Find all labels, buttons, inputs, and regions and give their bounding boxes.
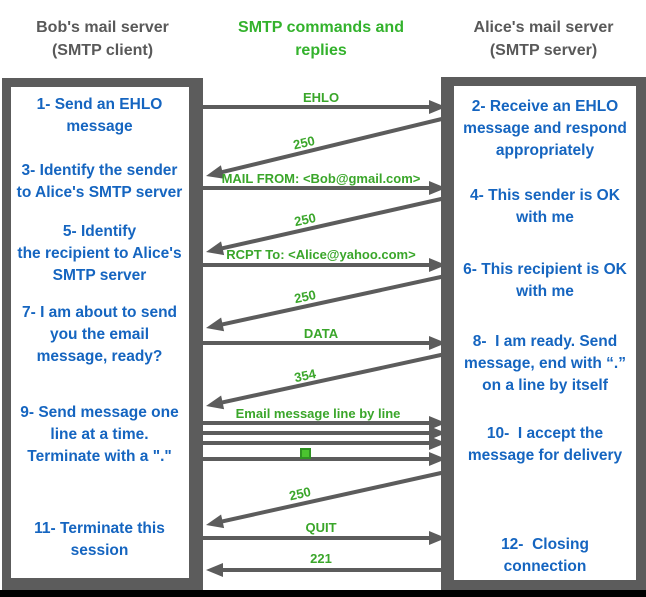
client-step-9: 9- Send message one line at a time. Term… <box>20 404 179 465</box>
client-header-line1: Bob's mail server <box>36 19 169 36</box>
server-header-line2: (SMTP server) <box>489 42 598 59</box>
client-step-7: 7- I am about to send you the email mess… <box>21 304 177 365</box>
arrowhead-icon <box>206 514 225 529</box>
server-step-8: 8- I am ready. Send message, end with “.… <box>464 333 626 394</box>
client-step-5: 5- Identify the recipient to Alice's SMT… <box>17 223 182 284</box>
client-step-11: 11- Terminate this session <box>34 520 165 559</box>
commands-header: SMTP commands and replies <box>200 16 442 62</box>
arrowhead-icon <box>206 241 225 256</box>
message-label: QUIT <box>305 520 336 535</box>
message-label: 250 <box>293 210 317 229</box>
server-step-4: 4- This sender is OK with me <box>470 187 620 226</box>
server-lifeline-box <box>441 77 646 590</box>
message-label: MAIL FROM: <Bob@gmail.com> <box>222 171 421 186</box>
message-label: 354 <box>293 366 318 385</box>
server-header: Alice's mail server (SMTP server) <box>441 16 646 62</box>
message-arrow-line <box>217 351 451 406</box>
message-label: 221 <box>310 551 332 566</box>
server-step-2: 2- Receive an EHLO message and respond a… <box>463 98 627 159</box>
message-arrow-line <box>217 195 451 252</box>
client-lifeline-box <box>2 78 203 590</box>
message-arrow-line <box>217 273 451 328</box>
message-arrow-line <box>217 469 451 525</box>
server-step-12: 12- Closing connection <box>501 536 589 575</box>
arrowhead-icon <box>206 563 223 577</box>
terminating-dot-icon <box>300 448 311 459</box>
message-arrow-line <box>217 115 451 176</box>
client-header: Bob's mail server (SMTP client) <box>2 16 203 62</box>
commands-header-line2: replies <box>295 42 347 59</box>
client-step-3: 3- Identify the sender to Alice's SMTP s… <box>16 162 183 201</box>
message-label: 250 <box>293 287 317 306</box>
server-step-10: 10- I accept the message for delivery <box>467 425 623 464</box>
commands-header-line1: SMTP commands and <box>238 19 404 36</box>
client-step-1: 1- Send an EHLO message <box>36 96 163 135</box>
server-header-line1: Alice's mail server <box>473 19 614 36</box>
message-label: 250 <box>288 484 313 503</box>
message-label: Email message line by line <box>236 406 401 421</box>
server-step-6: 6- This recipient is OK with me <box>463 261 627 300</box>
arrowhead-icon <box>206 165 225 179</box>
client-header-line2: (SMTP client) <box>51 42 154 59</box>
message-label: EHLO <box>303 90 339 105</box>
message-label: RCPT To: <Alice@yahoo.com> <box>226 247 416 262</box>
message-label: DATA <box>304 326 339 341</box>
bottom-border-bar <box>0 590 646 597</box>
arrowhead-icon <box>206 395 225 410</box>
message-label: 250 <box>292 133 317 152</box>
arrowhead-icon <box>206 317 225 332</box>
